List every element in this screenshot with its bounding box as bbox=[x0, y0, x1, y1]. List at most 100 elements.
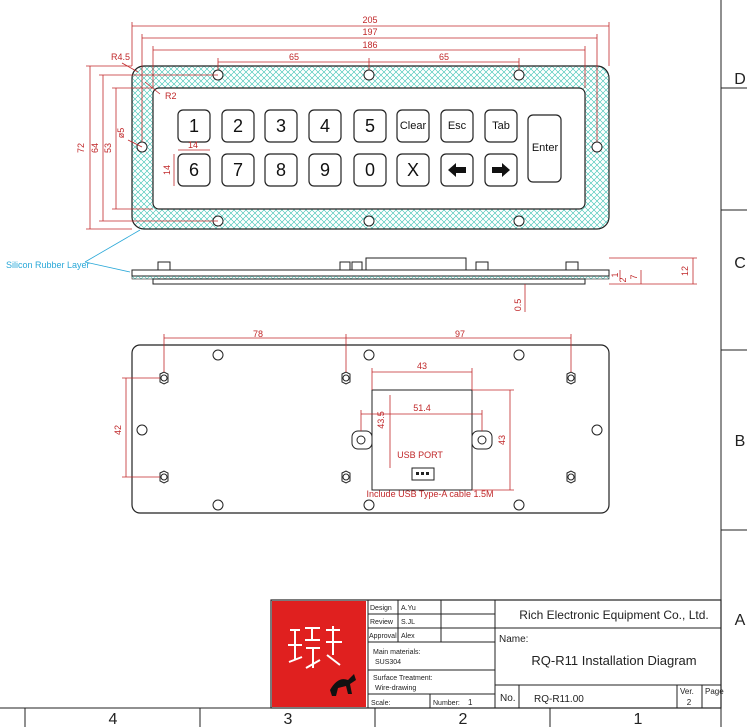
review-value: S.JL bbox=[401, 619, 415, 626]
dim-65-left: 65 bbox=[289, 52, 299, 62]
mount-hole bbox=[363, 69, 375, 81]
dim-14-width: 14 bbox=[188, 140, 198, 150]
mount-hole bbox=[212, 349, 224, 361]
dim-43-height: 43 bbox=[497, 435, 507, 445]
dim-05: 0.5 bbox=[513, 299, 523, 312]
key-label: 7 bbox=[233, 160, 243, 180]
key-4[interactable]: 4 bbox=[308, 109, 342, 143]
key-9[interactable]: 9 bbox=[308, 153, 342, 187]
dim-65-right: 65 bbox=[439, 52, 449, 62]
key-5[interactable]: 5 bbox=[353, 109, 387, 143]
stud bbox=[565, 261, 579, 271]
key-right-arrow[interactable] bbox=[484, 153, 518, 187]
zone-label-2: 2 bbox=[459, 711, 468, 727]
dim-14-height: 14 bbox=[162, 165, 172, 175]
page-label: Page bbox=[705, 687, 724, 696]
keypad-bottom-view: USB PORT Include USB Type-A cable 1.5M 7… bbox=[113, 329, 610, 514]
title-block: Design A.Yu Review S.JL Approval Alex Ma… bbox=[270, 599, 724, 709]
zone-label-a: A bbox=[735, 612, 746, 629]
hex-stud bbox=[341, 470, 351, 484]
key-8[interactable]: 8 bbox=[264, 153, 298, 187]
hex-stud bbox=[566, 371, 576, 385]
surface-label: Surface Treatment: bbox=[373, 675, 433, 682]
company-seal-logo bbox=[272, 601, 366, 707]
dim-186: 186 bbox=[362, 40, 377, 50]
key-2[interactable]: 2 bbox=[221, 109, 255, 143]
key-3[interactable]: 3 bbox=[264, 109, 298, 143]
materials-value: SUS304 bbox=[375, 659, 401, 666]
mount-hole bbox=[513, 215, 525, 227]
drawing-name: RQ-R11 Installation Diagram bbox=[531, 653, 696, 668]
version-label: Ver. bbox=[680, 687, 694, 696]
mount-hole bbox=[363, 499, 375, 511]
key-label: Tab bbox=[492, 120, 510, 132]
key-label: X bbox=[407, 160, 419, 180]
keypad-window bbox=[152, 87, 586, 210]
key-left-arrow[interactable] bbox=[440, 153, 474, 187]
dim-72: 72 bbox=[76, 143, 86, 153]
key-enter[interactable]: Enter bbox=[527, 114, 562, 183]
dim-514: 51.4 bbox=[413, 403, 431, 413]
zone-label-1: 1 bbox=[634, 711, 643, 727]
name-label: Name: bbox=[499, 634, 528, 645]
mount-hole bbox=[212, 499, 224, 511]
scale-label: Scale: bbox=[371, 700, 391, 707]
surface-value: Wire-drawing bbox=[375, 685, 416, 692]
dim-r2: R2 bbox=[165, 91, 177, 101]
key-esc[interactable]: Esc bbox=[440, 109, 474, 143]
zone-label-c: C bbox=[734, 255, 746, 272]
back-plate bbox=[131, 344, 610, 514]
dim-1: 1 bbox=[610, 272, 620, 277]
version-value: 2 bbox=[687, 698, 692, 707]
zone-label-b: B bbox=[735, 433, 746, 450]
number-value: 1 bbox=[468, 698, 473, 707]
key-label: 1 bbox=[189, 116, 199, 136]
approval-label: Approval bbox=[369, 633, 397, 640]
mount-hole bbox=[363, 215, 375, 227]
key-x[interactable]: X bbox=[396, 153, 430, 187]
stud bbox=[351, 261, 363, 271]
mount-hole bbox=[513, 69, 525, 81]
dim-197: 197 bbox=[362, 27, 377, 37]
zone-label-d: D bbox=[734, 71, 746, 88]
mount-hole bbox=[136, 424, 148, 436]
mount-hole bbox=[591, 424, 603, 436]
review-label: Review bbox=[370, 619, 394, 626]
key-6[interactable]: 6 bbox=[177, 153, 211, 187]
key-0[interactable]: 0 bbox=[353, 153, 387, 187]
stud bbox=[475, 261, 489, 271]
dim-hole-diameter: ø5 bbox=[116, 128, 126, 139]
arrow-left-icon bbox=[448, 163, 466, 177]
key-7[interactable]: 7 bbox=[221, 153, 255, 187]
no-label: No. bbox=[500, 693, 516, 704]
dim-43-width: 43 bbox=[417, 361, 427, 371]
drawing-number: RQ-R11.00 bbox=[534, 694, 584, 705]
mount-hole bbox=[363, 349, 375, 361]
key-1[interactable]: 1 bbox=[177, 109, 211, 143]
keypad-side-view: 12 7 1 2 0.5 bbox=[131, 257, 697, 312]
materials-label: Main materials: bbox=[373, 649, 421, 656]
mount-hole bbox=[591, 141, 603, 153]
dim-12: 12 bbox=[680, 266, 690, 276]
key-label: 8 bbox=[276, 160, 286, 180]
number-label: Number: bbox=[433, 700, 460, 707]
key-label: 5 bbox=[365, 116, 375, 136]
mount-hole bbox=[513, 349, 525, 361]
hex-stud bbox=[341, 371, 351, 385]
design-value: A.Yu bbox=[401, 605, 416, 612]
company-name: Rich Electronic Equipment Co., Ltd. bbox=[519, 608, 708, 622]
zone-label-4: 4 bbox=[109, 711, 118, 727]
key-clear[interactable]: Clear bbox=[396, 109, 430, 143]
dim-435: 43.5 bbox=[376, 411, 386, 429]
horse-emblem-icon bbox=[330, 674, 356, 696]
zone-label-3: 3 bbox=[284, 711, 293, 727]
key-label: Clear bbox=[400, 120, 427, 132]
usb-module-side bbox=[365, 257, 467, 271]
key-label: 4 bbox=[320, 116, 330, 136]
dim-78: 78 bbox=[253, 329, 263, 339]
dim-42: 42 bbox=[113, 425, 123, 435]
key-label: Enter bbox=[532, 142, 559, 154]
key-tab[interactable]: Tab bbox=[484, 109, 518, 143]
hex-stud bbox=[159, 470, 169, 484]
